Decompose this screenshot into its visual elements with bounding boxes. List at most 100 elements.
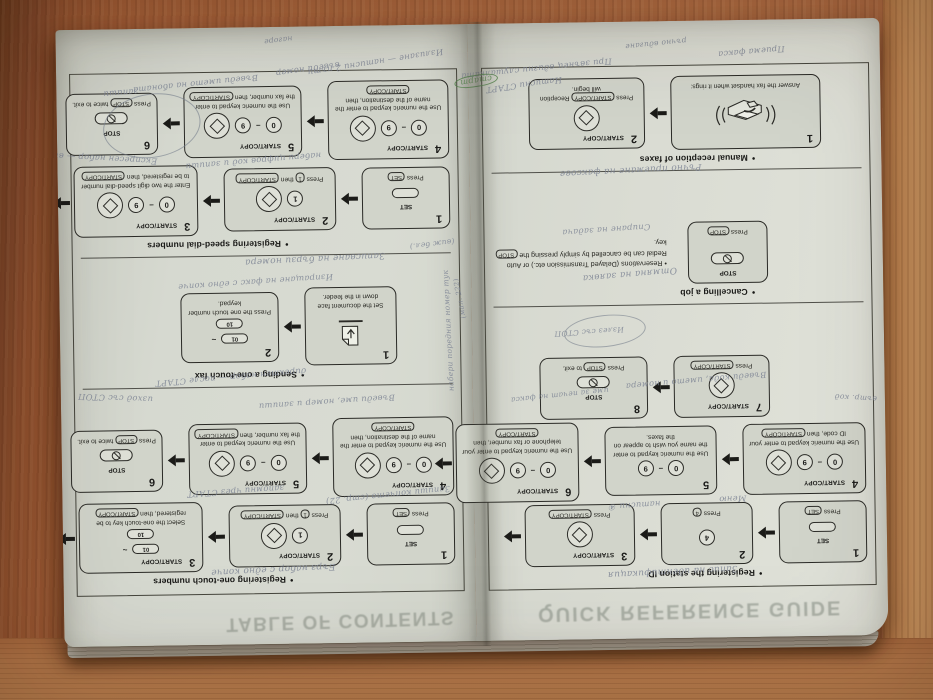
flow-arrow xyxy=(639,528,657,540)
document-feed-icon xyxy=(334,312,369,347)
start-copy-key-icon xyxy=(354,452,381,479)
step-box-header: 1 xyxy=(371,549,451,562)
bullet-icon: ● xyxy=(751,154,756,161)
numeric-key: 0 xyxy=(270,454,287,471)
step-number: 1 xyxy=(806,131,814,144)
step-instruction: Press START/COPY xyxy=(677,358,765,370)
numeric-key: 4 xyxy=(698,529,716,547)
key-row: SET xyxy=(371,539,451,547)
numeric-key: 9 xyxy=(128,197,145,214)
flow-arrow xyxy=(345,529,363,541)
step-number: 8 xyxy=(633,402,641,415)
key-row: 10 xyxy=(185,318,275,329)
diamond-glyph xyxy=(354,120,371,137)
start-copy-key-icon xyxy=(478,457,505,485)
section-title: Registering the station ID xyxy=(648,567,755,580)
numeric-key: 0 xyxy=(158,196,175,213)
inline-key-ref: SET xyxy=(387,171,406,181)
set-key xyxy=(392,187,420,199)
flow-arrow xyxy=(340,192,358,204)
step-number: 2 xyxy=(322,213,329,226)
key-caption: SET xyxy=(399,202,413,211)
numeric-key: 0 xyxy=(415,456,433,473)
flow-arrow xyxy=(583,455,601,467)
numeric-key: 1 xyxy=(292,527,309,544)
flow-arrow xyxy=(721,453,739,465)
step-instruction: Press the one touch number keypad. xyxy=(188,299,272,316)
numeric-key: 1 xyxy=(287,190,304,207)
key-range-dash: – xyxy=(817,457,823,467)
key-range-dash: – xyxy=(406,460,412,470)
flow-arrow xyxy=(652,381,670,393)
inline-key-ref: START/COPY xyxy=(690,359,734,370)
inline-key-ref: START/COPY xyxy=(240,509,284,520)
wood-right-plank xyxy=(883,0,933,700)
inline-key-ref: STOP xyxy=(583,361,606,372)
one-touch-key: 10 xyxy=(216,318,244,329)
step-number: 4 xyxy=(851,476,859,490)
step-instruction: Answer the fax handset when it rings: xyxy=(690,80,801,90)
key-range-tilde: ~ xyxy=(122,545,128,555)
section-title: Sending a one-touch fax xyxy=(194,369,297,382)
step-number: 6 xyxy=(143,138,151,151)
key-row xyxy=(674,91,817,131)
inline-key-ref: SET xyxy=(392,508,411,518)
diamond-glyph xyxy=(359,457,376,474)
start-copy-key-icon xyxy=(97,192,124,219)
step-instruction: Press SET xyxy=(366,170,446,182)
flow-arrow xyxy=(311,452,329,464)
flow-arrow xyxy=(434,458,452,470)
section-header: ●Sending a one-touch fax xyxy=(82,369,305,383)
step-number: 2 xyxy=(264,345,272,358)
step-box-header: 2 xyxy=(185,345,275,358)
step-number: 6 xyxy=(565,485,572,498)
key-label: START/COPY xyxy=(803,478,846,486)
key-range-dash: – xyxy=(149,200,154,210)
step-instruction: Use the numeric keypad to enter the name… xyxy=(613,432,709,458)
inline-key-ref: 4 xyxy=(692,507,702,517)
key-label: START/COPY xyxy=(582,133,624,142)
stop-glyph xyxy=(112,450,122,461)
step-number: 4 xyxy=(434,142,442,155)
key-row xyxy=(75,449,159,462)
key-caption: STOP xyxy=(585,393,603,401)
key-range-dash: – xyxy=(658,463,664,473)
start-copy-key-icon xyxy=(256,185,283,213)
numeric-key: 9 xyxy=(509,462,526,479)
step-number: 4 xyxy=(439,479,447,492)
inline-key-ref: STOP xyxy=(115,434,138,445)
flow-arrow xyxy=(649,107,667,119)
diamond-glyph xyxy=(770,454,787,471)
numeric-key: 0 xyxy=(668,460,685,477)
section-title: Registering speed-dial numbers xyxy=(147,238,282,251)
key-label: START/COPY xyxy=(386,143,429,152)
diamond-glyph xyxy=(266,527,283,544)
set-key xyxy=(809,522,837,533)
step-box-header: 1 xyxy=(366,212,446,225)
step-instruction: Press START/COPY xyxy=(529,508,631,521)
step-number: 2 xyxy=(327,550,334,563)
inline-key-ref: STOP xyxy=(495,249,518,259)
key-row: STOP xyxy=(75,466,159,474)
stop-key-icon xyxy=(577,376,611,389)
key-caption: SET xyxy=(816,537,830,545)
stop-key-icon xyxy=(711,252,745,265)
step-number: 1 xyxy=(383,348,390,361)
bullet-icon: ● xyxy=(289,576,294,583)
flow-arrow xyxy=(162,117,180,129)
